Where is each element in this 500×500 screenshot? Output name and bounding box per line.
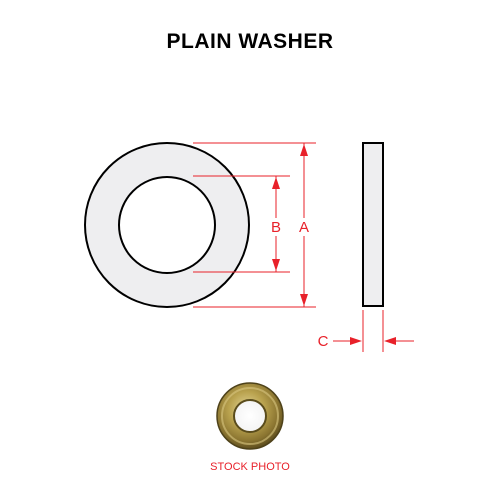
stock-photo-washer: [216, 382, 284, 450]
stock-photo-caption: STOCK PHOTO: [210, 461, 290, 473]
dimension-a-top-arrow: [300, 144, 308, 156]
dimension-a-label: A: [299, 219, 309, 236]
page-title: PLAIN WASHER: [166, 30, 334, 53]
dimension-a-bottom-arrow: [300, 294, 308, 306]
dimension-b-label: B: [271, 219, 281, 236]
dimension-c-right-arrow: [384, 337, 396, 345]
dimension-c-label: C: [318, 333, 329, 350]
dimension-b-bottom-arrow: [272, 259, 280, 271]
dimension-c-left-arrow: [350, 337, 362, 345]
stock-photo-washer-hole: [233, 399, 267, 433]
washer-inner-hole: [118, 176, 216, 274]
washer-side-view: [362, 142, 384, 307]
stock-photo-washer-rim-highlight: [221, 387, 279, 445]
dimension-b-top-arrow: [272, 177, 280, 189]
